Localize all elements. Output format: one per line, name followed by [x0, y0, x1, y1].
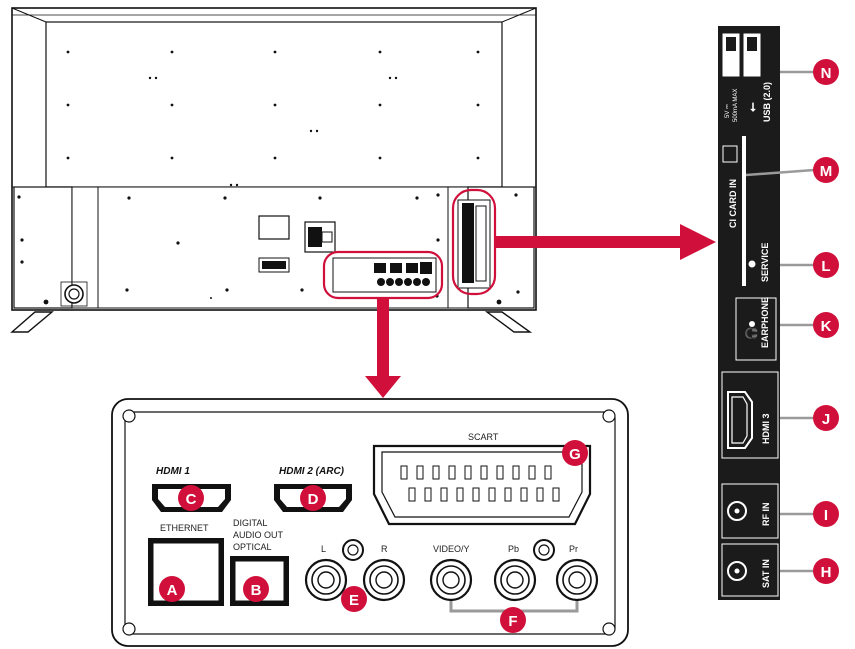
callout-i: I	[813, 501, 839, 527]
scart-pin	[544, 465, 552, 480]
rating-label	[258, 215, 290, 240]
svg-text:I: I	[824, 507, 828, 524]
svg-text:E: E	[349, 592, 359, 609]
side-connectors-highlight	[451, 188, 497, 296]
service-label: SERVICE	[760, 243, 770, 282]
scart-pin	[448, 465, 456, 480]
callout-e: E	[341, 586, 367, 612]
tv-stand-right	[484, 311, 533, 333]
scart-label: SCART	[468, 432, 499, 442]
scart-pin	[464, 465, 472, 480]
svg-text:A: A	[167, 582, 178, 599]
video-y-label: VIDEO/Y	[433, 544, 470, 554]
usb-power-line2: 500mA MAX	[733, 89, 739, 122]
svg-text:F: F	[508, 613, 517, 630]
side-connector-panel: USB (2.0) 5V ⎓ 500mA MAX ⭠ CI CARD IN SE…	[718, 26, 780, 600]
svg-text:G: G	[569, 446, 581, 463]
sat-in-label: SAT IN	[761, 559, 771, 588]
callout-l: L	[813, 252, 839, 278]
hdmi3-label: HDMI 3	[761, 413, 771, 444]
scart-pin	[456, 487, 464, 502]
callout-leaders	[745, 70, 815, 573]
service-port	[748, 260, 756, 268]
earphone-label: EARPHONE	[760, 297, 770, 348]
bottom-connector-panel: HDMI 1 HDMI 2 (ARC) ETHERNET DIGITAL AUD…	[111, 398, 629, 647]
audio-l-jack	[304, 558, 348, 602]
callout-b: B	[243, 576, 269, 602]
scart-pin	[488, 487, 496, 502]
scart-pin	[472, 487, 480, 502]
scart-pin	[400, 465, 408, 480]
usb-power-line1: 5V ⎓	[725, 104, 731, 118]
scart-pins	[400, 465, 560, 502]
ci-card-label: CI CARD IN	[728, 179, 738, 228]
scart-pin	[416, 465, 424, 480]
svg-text:K: K	[821, 318, 832, 335]
sat-in-port	[727, 561, 747, 581]
callout-n: N	[813, 59, 839, 85]
audio-r-jack	[362, 558, 406, 602]
pb-jack	[493, 558, 537, 602]
callout-h: H	[813, 558, 839, 584]
svg-text:H: H	[821, 564, 832, 581]
usb-label: USB (2.0)	[762, 82, 772, 122]
audio-ground-screw	[342, 539, 364, 561]
scart-pin	[440, 487, 448, 502]
callout-c: C	[178, 485, 204, 511]
arrow-to-side-panel	[496, 224, 716, 260]
scart-pin	[408, 487, 416, 502]
tv-back-panel	[10, 7, 537, 333]
vesa-screw-dots	[66, 50, 480, 187]
svg-text:M: M	[820, 163, 833, 180]
ethernet-label: ETHERNET	[160, 523, 209, 533]
digital-audio-line1: DIGITAL	[233, 518, 267, 528]
usb-icon: ⭠	[745, 102, 759, 112]
scart-pin	[552, 487, 560, 502]
hdmi3-port	[727, 391, 753, 449]
ci-card-icon	[722, 145, 738, 163]
video-y-jack	[429, 558, 473, 602]
svg-text:L: L	[821, 258, 830, 275]
ci-card-slot	[742, 136, 746, 286]
arrow-to-bottom-panel	[365, 298, 401, 398]
rf-in-label: RF IN	[761, 503, 771, 527]
callout-k: K	[813, 312, 839, 338]
digital-audio-line2: AUDIO OUT	[233, 530, 284, 540]
scart-pin	[504, 487, 512, 502]
svg-text:C: C	[186, 491, 197, 508]
tv-stand-left	[10, 311, 54, 333]
scart-pin	[480, 465, 488, 480]
audio-l-label: L	[321, 544, 326, 554]
scart-pin	[432, 465, 440, 480]
scart-pin	[424, 487, 432, 502]
callout-f: F	[500, 607, 526, 633]
digital-audio-line3: OPTICAL	[233, 542, 272, 552]
scart-pin	[536, 487, 544, 502]
rf-in-port	[727, 501, 747, 521]
svg-text:D: D	[308, 491, 319, 508]
callout-j: J	[813, 405, 839, 431]
scart-pin	[528, 465, 536, 480]
hdmi1-label: HDMI 1	[156, 466, 190, 477]
svg-text:N: N	[821, 65, 832, 82]
earphone-icon: 🎧	[745, 326, 758, 340]
callout-m: M	[813, 157, 839, 183]
callout-a: A	[159, 576, 185, 602]
pb-label: Pb	[508, 544, 519, 554]
audio-r-label: R	[381, 544, 388, 554]
scart-pin	[512, 465, 520, 480]
component-ground-screw	[533, 539, 555, 561]
pr-label: Pr	[569, 544, 578, 554]
scart-pin	[496, 465, 504, 480]
pr-jack	[555, 558, 599, 602]
svg-text:J: J	[822, 411, 830, 428]
hdmi2-label: HDMI 2 (ARC)	[279, 466, 345, 477]
callout-g: G	[562, 440, 588, 466]
earphone-jack	[749, 321, 755, 327]
scart-pin	[520, 487, 528, 502]
svg-text:B: B	[251, 582, 262, 599]
callout-d: D	[300, 485, 326, 511]
